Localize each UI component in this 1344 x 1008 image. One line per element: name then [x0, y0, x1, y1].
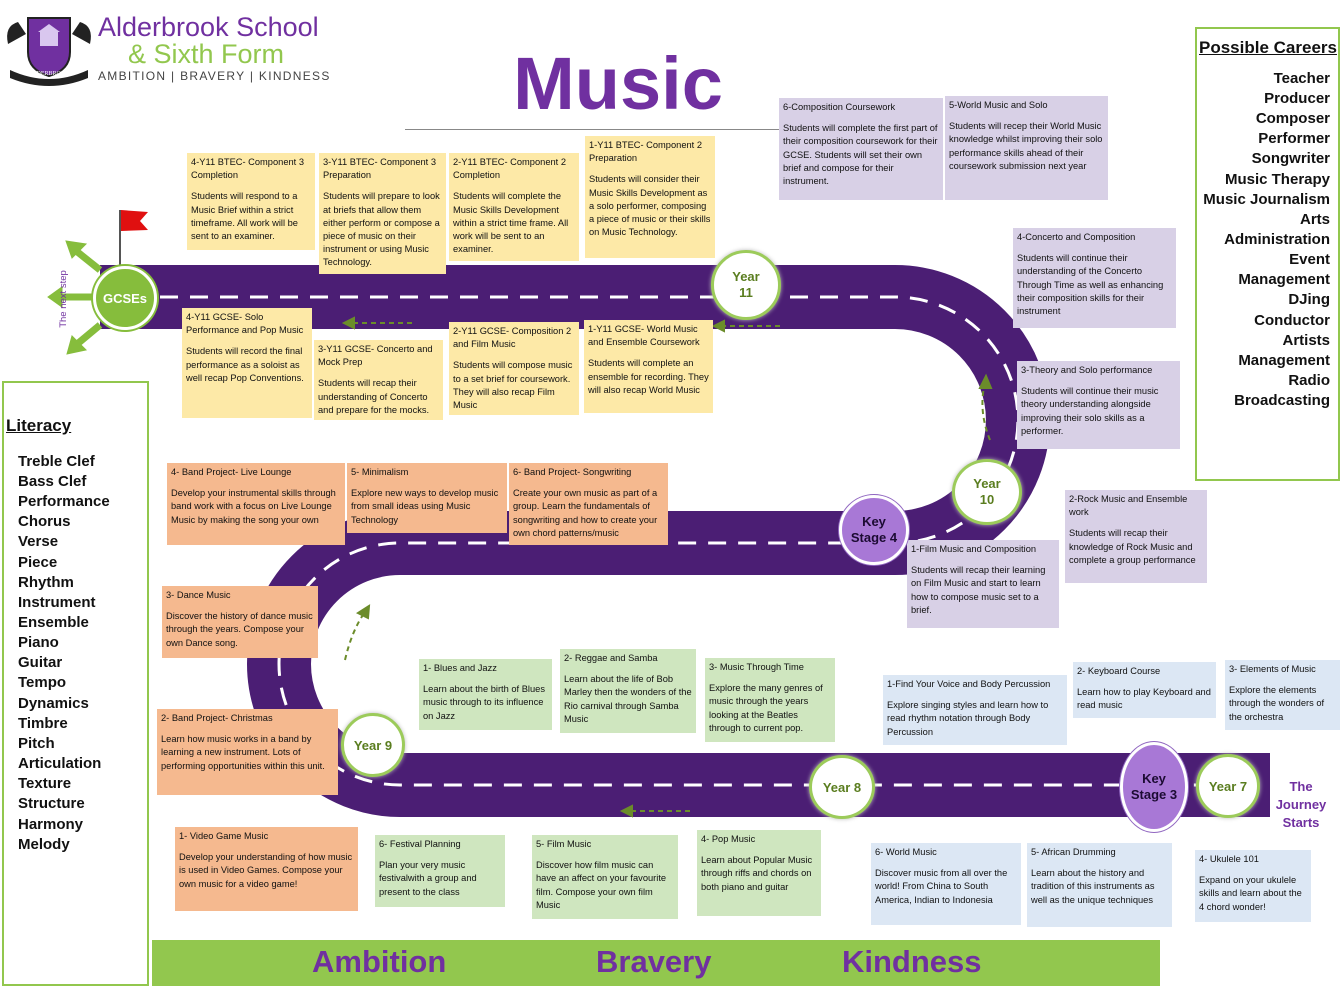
next-step-arrows: [47, 240, 103, 355]
career-item: Composer: [1255, 110, 1330, 127]
title-underline: [405, 129, 790, 130]
career-item: Music Therapy: [1224, 171, 1330, 188]
year-8-marker: Year 8: [809, 755, 875, 819]
literacy-term: Verse: [18, 533, 59, 550]
career-item: Broadcasting: [1234, 392, 1330, 409]
career-item: Management: [1238, 352, 1330, 369]
career-item: Performer: [1258, 130, 1330, 147]
key-stage-4-marker: Key Stage 4: [839, 495, 909, 565]
unit-card: 2-Y11 GCSE- Composition 2 and Film Music…: [449, 322, 579, 415]
career-item: Conductor: [1254, 312, 1330, 329]
unit-card: 4-Y11 GCSE- Solo Performance and Pop Mus…: [182, 308, 312, 418]
crest-label: ALDERBROOK: [28, 71, 70, 77]
literacy-term: Structure: [18, 795, 85, 812]
career-item: Radio: [1288, 372, 1330, 389]
school-name-line-1: Alderbrook School: [98, 12, 319, 42]
career-item: Producer: [1264, 90, 1330, 107]
literacy-term: Melody: [18, 836, 70, 853]
career-item: Event: [1289, 251, 1330, 268]
flag-icon: [119, 210, 148, 268]
literacy-term: Guitar: [18, 654, 63, 671]
literacy-term: Instrument: [18, 594, 96, 611]
year-11-marker: Year 11: [711, 250, 781, 320]
literacy-term: Rhythm: [18, 574, 74, 591]
literacy-term: Chorus: [18, 513, 71, 530]
next-step-label: The next step: [58, 270, 69, 328]
journey-start-label: The Journey Starts: [1275, 779, 1327, 830]
school-motto: AMBITION | BRAVERY | KINDNESS: [98, 69, 331, 83]
literacy-term: Piece: [18, 554, 58, 571]
career-item: Songwriter: [1251, 150, 1330, 167]
career-item: DJing: [1288, 291, 1330, 308]
literacy-term: Articulation: [18, 755, 102, 772]
values-banner: Ambition Bravery Kindness: [152, 940, 1160, 986]
year-7-marker: Year 7: [1196, 754, 1260, 818]
literacy-term: Bass Clef: [18, 473, 87, 490]
literacy-term: Piano: [18, 634, 59, 651]
key-stage-3-marker: Key Stage 3: [1120, 742, 1188, 832]
literacy-panel: [2, 381, 149, 986]
school-name-line-2: & Sixth Form: [128, 39, 285, 69]
value-ambition: Ambition: [312, 944, 447, 979]
literacy-term: Treble Clef: [18, 453, 95, 470]
value-kindness: Kindness: [842, 944, 982, 979]
literacy-term: Performance: [18, 493, 110, 510]
literacy-term: Texture: [18, 775, 72, 792]
career-item: Arts: [1299, 211, 1330, 228]
career-item: Management: [1238, 271, 1330, 288]
career-item: Artists: [1282, 332, 1330, 349]
unit-card: 1-Y11 GCSE- World Music and Ensemble Cou…: [584, 320, 713, 413]
page-title: Music: [513, 42, 723, 125]
careers-panel: [1195, 27, 1340, 481]
school-crest-icon: [4, 14, 94, 86]
literacy-term: Harmony: [18, 816, 84, 833]
year-9-marker: Year 9: [341, 713, 405, 777]
careers-title: Possible Careers: [1199, 38, 1337, 57]
career-item: Music Journalism: [1203, 191, 1330, 208]
gcses-marker: GCSEs: [93, 266, 157, 330]
direction-arrows: [341, 316, 993, 818]
literacy-term: Tempo: [18, 674, 67, 691]
career-item: Teacher: [1273, 70, 1330, 87]
literacy-term: Dynamics: [18, 695, 89, 712]
year-10-marker: Year 10: [952, 459, 1022, 525]
literacy-title: Literacy: [6, 416, 72, 435]
career-item: Administration: [1224, 231, 1330, 248]
literacy-term: Timbre: [18, 715, 68, 732]
literacy-term: Ensemble: [18, 614, 89, 631]
value-bravery: Bravery: [596, 944, 712, 979]
literacy-term: Pitch: [18, 735, 55, 752]
